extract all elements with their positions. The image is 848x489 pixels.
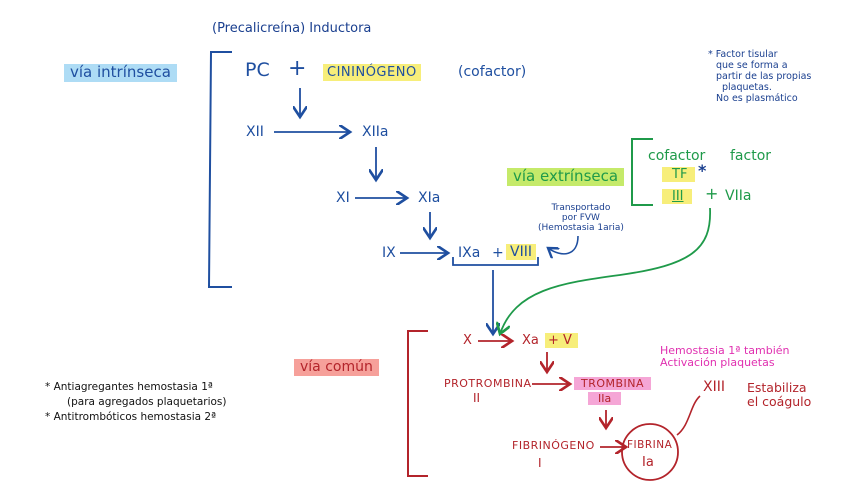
footnote-antiplatelets: * Antiagregantes hemostasia 1ª: [45, 381, 213, 393]
cofactor-note: (cofactor): [458, 64, 527, 80]
vwf-transport-note: Transportado por FVW (Hemostasia 1aria): [538, 203, 624, 233]
factor-v-highlight: + V: [545, 333, 578, 348]
arrow-viia-x: [500, 207, 711, 334]
footnote-antiplatelets-detail: (para agregados plaquetarios): [67, 396, 227, 408]
fibrin-factor-number: Ia: [642, 455, 654, 470]
ixa-viii-bracket: [452, 257, 539, 266]
note-line: Estabiliza: [747, 380, 807, 395]
cofactor-header: cofactor: [648, 148, 706, 164]
thrombin-highlight: TROMBINA: [574, 377, 652, 390]
note-line: No es plasmático: [716, 93, 798, 104]
common-bracket: [407, 330, 428, 477]
note-line: * Factor tisular: [708, 49, 778, 60]
factor-viia: VIIa: [725, 188, 752, 204]
note-line: Transportado: [551, 203, 611, 213]
thrombin-factor-number: IIa: [588, 392, 622, 405]
factor-iii-highlight: III: [662, 189, 692, 204]
factor-viii-highlight: VIII: [506, 244, 536, 260]
asterisk-marker: *: [698, 161, 707, 180]
plus-sign: +: [288, 56, 307, 81]
tissue-factor-highlight: TF: [662, 167, 696, 182]
note-line: plaquetas.: [722, 82, 772, 93]
common-pathway-label: vía común: [294, 359, 379, 376]
fibrinogen-factor-number: I: [538, 456, 542, 470]
prothrombin: PROTROMBINA: [444, 377, 532, 390]
factor-xa: Xa: [522, 333, 539, 348]
factor-ix: IX: [382, 245, 396, 261]
intrinsic-pathway-label: vía intrínseca: [64, 64, 177, 82]
factor-xi: XI: [336, 190, 350, 206]
fibrin: FIBRINA: [627, 439, 673, 451]
factor-xiia: XIIa: [362, 124, 389, 140]
extrinsic-bracket: [631, 138, 653, 206]
stabilizes-clot-note: Estabiliza el coágulo: [747, 381, 811, 409]
xiii-connector: [676, 395, 701, 436]
extrinsic-pathway-label: vía extrínseca: [507, 168, 625, 186]
platelet-activation-note: Hemostasia 1ª también Activación plaquet…: [660, 345, 790, 369]
intrinsic-bracket: [207, 51, 232, 288]
kininogen-highlight: CININÓGENO: [323, 64, 421, 81]
note-line: el coágulo: [747, 394, 812, 409]
plus-sign: +: [705, 184, 719, 203]
note-line: que se forma a: [716, 60, 788, 71]
arrow-vwf-viii: [548, 235, 579, 254]
plus-sign: +: [492, 245, 504, 261]
factor-xia: XIa: [418, 190, 441, 206]
factor-header: factor: [730, 148, 772, 164]
footnote-antithrombotics: * Antitrombóticos hemostasia 2ª: [45, 411, 217, 423]
note-line: (Hemostasia 1aria): [538, 223, 624, 233]
factor-xiii: XIII: [703, 379, 725, 395]
factor-pc: PC: [245, 59, 270, 81]
note-line: Hemostasia 1ª también: [660, 344, 790, 357]
prothrombin-factor-number: II: [473, 391, 481, 405]
note-line: Activación plaquetas: [660, 356, 775, 369]
footnotes: * Antiagregantes hemostasia 1ª (para agr…: [45, 380, 227, 425]
prekallikrein-inductor-note: (Precalicreína) Inductora: [212, 21, 372, 36]
factor-ixa: IXa: [458, 245, 481, 261]
note-line: por FVW: [561, 213, 600, 223]
factor-xii: XII: [246, 124, 264, 140]
factor-x: X: [463, 333, 472, 348]
note-line: partir de las propias: [716, 71, 812, 82]
tissue-factor-note: * Factor tisular que se forma a partir d…: [708, 49, 811, 104]
fibrinogen: FIBRINÓGENO: [512, 439, 595, 452]
fibrin-circle: [621, 423, 679, 481]
